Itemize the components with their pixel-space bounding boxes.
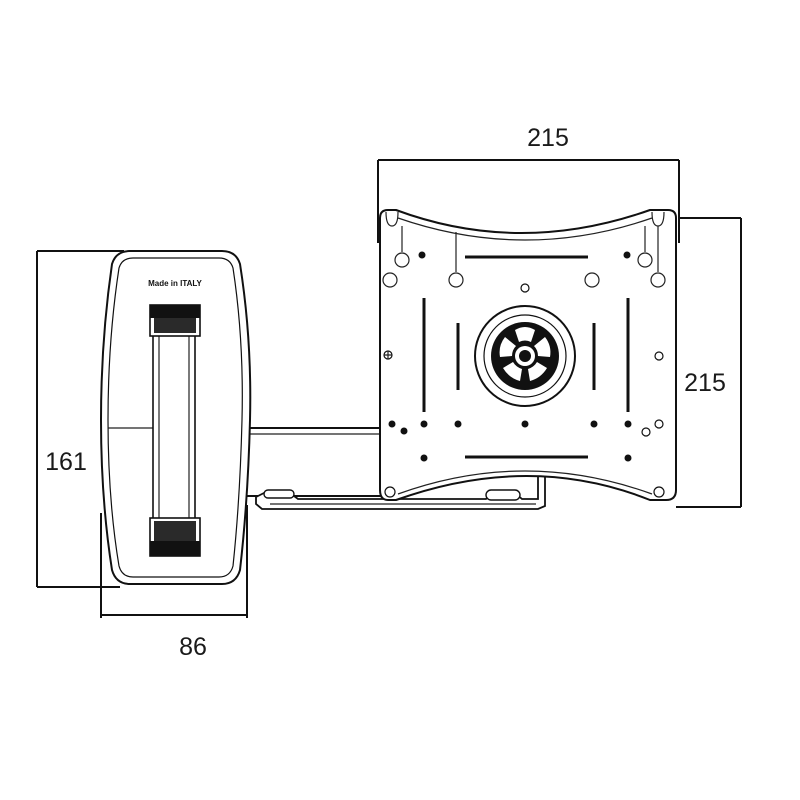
- wall-plate-width-label: 86: [179, 633, 207, 661]
- mounting-holes: [388, 251, 632, 462]
- keyhole-hooks: [382, 226, 666, 288]
- dimension-plate-width: 215: [377, 124, 680, 243]
- dimension-wall-plate-width: 86: [100, 505, 248, 661]
- wall-plate: Made in ITALY: [99, 250, 252, 585]
- made-in-italy-stamp: Made in ITALY: [148, 279, 202, 288]
- plate-width-label: 215: [527, 124, 569, 152]
- dimension-wall-plate-height: 161: [36, 250, 124, 588]
- mounting-plate: [379, 209, 677, 501]
- wall-plate-height-label: 161: [45, 448, 87, 476]
- dimension-plate-height: 215: [676, 217, 742, 508]
- rotation-hub: [474, 305, 576, 407]
- plate-height-label: 215: [684, 369, 726, 397]
